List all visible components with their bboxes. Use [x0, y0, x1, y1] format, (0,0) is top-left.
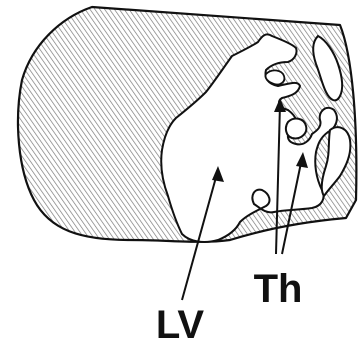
th-label: Th: [254, 267, 303, 311]
thrombus-lower: [286, 119, 306, 139]
lv-label: LV: [156, 303, 204, 343]
